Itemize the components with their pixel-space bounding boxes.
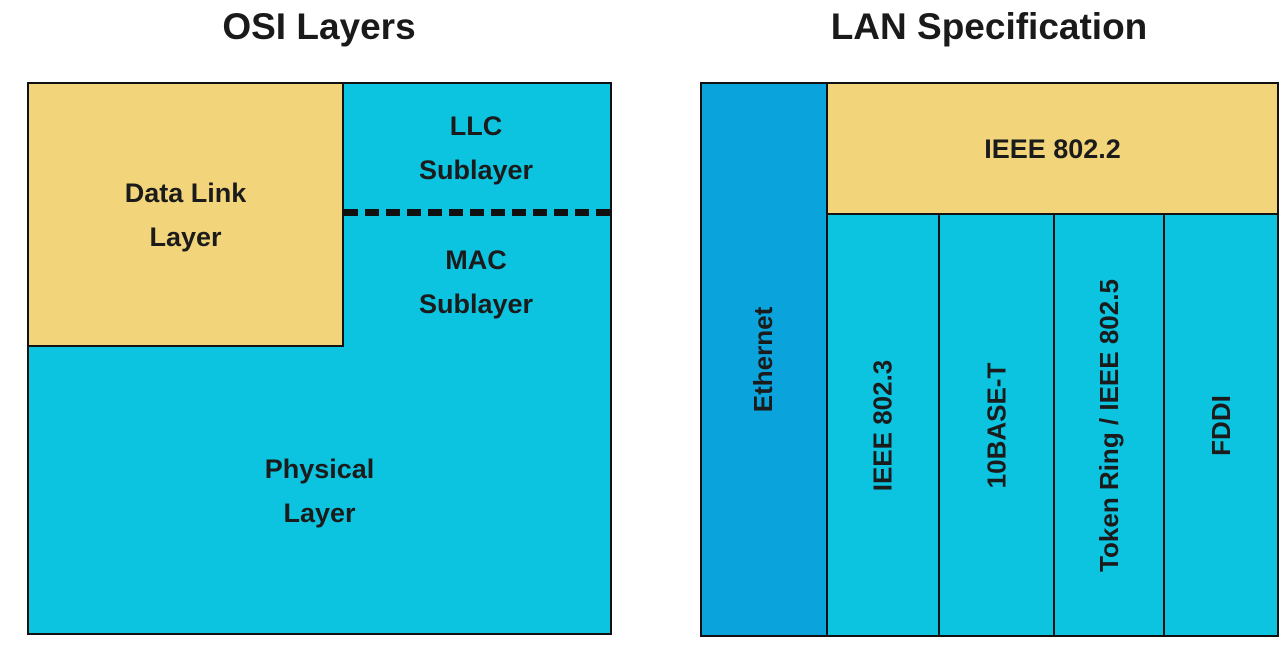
sublayer-divider (344, 209, 610, 216)
column-label: 10BASE-T (981, 362, 1012, 488)
column-label: Token Ring / IEEE 802.5 (1093, 278, 1124, 572)
mac-line2: Sublayer (418, 288, 534, 319)
token-ring-column: Token Ring / IEEE 802.5 (1053, 213, 1165, 637)
column-label: FDDI (1205, 394, 1236, 456)
data-link-line2: Layer (149, 221, 222, 252)
ethernet-column: Ethernet (700, 82, 828, 637)
ieee-8023-column: IEEE 802.3 (826, 213, 940, 637)
mac-line1: MAC (445, 244, 507, 275)
fddi-column: FDDI (1163, 213, 1279, 637)
ieee-8022-label: IEEE 802.2 (984, 133, 1121, 164)
llc-line2: Sublayer (418, 155, 534, 185)
physical-line2: Layer (283, 498, 356, 528)
10base-t-column: 10BASE-T (938, 213, 1055, 637)
physical-line1: Physical (264, 454, 375, 484)
column-label: IEEE 802.3 (867, 359, 898, 491)
data-link-line1: Data Link (124, 177, 247, 208)
osi-title: OSI Layers (222, 6, 416, 47)
ethernet-label: Ethernet (748, 306, 779, 413)
mac-sublayer: MAC Sublayer (342, 218, 610, 345)
lan-title: LAN Specification (830, 6, 1148, 47)
llc-sublayer: LLC Sublayer (342, 84, 610, 212)
llc-line1: LLC (449, 111, 503, 141)
ieee-8022-block: IEEE 802.2 (826, 82, 1279, 215)
